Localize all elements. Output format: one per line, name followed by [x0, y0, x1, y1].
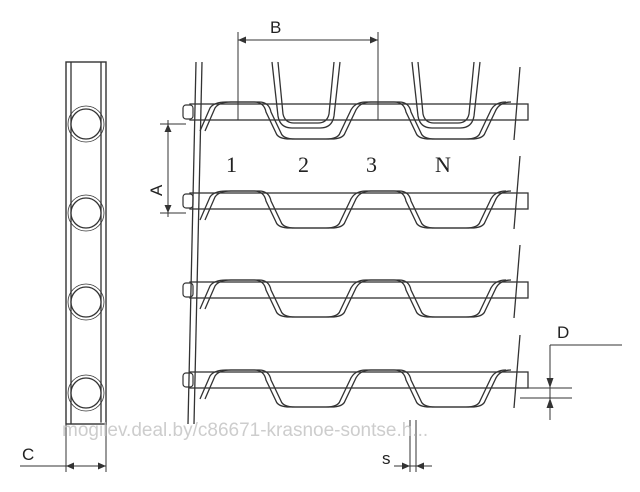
cell-label-3: 3	[366, 152, 377, 177]
rod-head	[182, 104, 194, 120]
label-c: C	[22, 445, 34, 464]
dimension-b: B	[237, 18, 379, 120]
rod-end-circle-inner	[67, 374, 105, 412]
top-prong	[411, 61, 481, 129]
rod-head	[182, 193, 194, 209]
dim-c-arrow-right	[98, 462, 106, 470]
watermark: mogilev.deal.by/c86671-krasnoe-sontse.h.…	[62, 420, 428, 441]
rod-end-circle-inner	[67, 105, 105, 143]
dim-a-arrow-top	[164, 124, 172, 132]
spiral-wire	[199, 279, 507, 318]
top-prong-inner	[417, 61, 475, 124]
mesh-rows	[182, 61, 529, 409]
top-prong	[271, 61, 341, 129]
rod-end-1	[67, 105, 105, 143]
spiral-wire-inner	[204, 279, 512, 318]
rod-end-circle	[70, 108, 102, 140]
rod-end-2	[67, 194, 105, 232]
dim-s-arrow-left	[402, 462, 410, 470]
rod-end-circle	[70, 377, 102, 409]
right-edge-wire	[513, 244, 521, 319]
left-edge-wire	[187, 61, 197, 425]
dimension-d: D	[520, 323, 622, 420]
spiral-wire	[199, 101, 507, 140]
spiral-wire-inner	[204, 369, 512, 408]
dimension-c: C	[20, 424, 107, 472]
spiral-wire-inner	[204, 101, 512, 140]
rod-head	[182, 372, 194, 388]
spiral-wire	[199, 190, 507, 229]
label-b: B	[270, 18, 281, 37]
side-view	[65, 61, 107, 425]
rod-end-circle-inner	[67, 194, 105, 232]
rod-end-circle-inner	[67, 283, 105, 321]
right-edge-wire	[513, 155, 521, 230]
dim-b-arrow-left	[238, 36, 246, 44]
dim-d-arrow-top	[546, 378, 554, 388]
left-edge-wire-2	[193, 61, 203, 425]
rod-end-circle	[70, 286, 102, 318]
label-s: s	[382, 449, 391, 468]
label-d: D	[557, 323, 569, 342]
dim-d-arrow-bottom	[546, 398, 554, 408]
label-a: A	[147, 184, 166, 196]
cell-label-n: N	[435, 152, 451, 177]
dimension-s: s	[382, 420, 432, 472]
cell-label-2: 2	[298, 152, 309, 177]
rod-end-circle	[70, 197, 102, 229]
cell-label-1: 1	[226, 152, 237, 177]
dimension-a: A	[147, 120, 186, 217]
top-prong-inner	[277, 61, 335, 124]
right-edge-wire	[513, 66, 521, 141]
spiral-wire	[199, 369, 507, 408]
dim-s-arrow-right	[416, 462, 424, 470]
right-edge-wire	[513, 334, 521, 409]
rod-end-4	[67, 374, 105, 412]
dim-a-arrow-bottom	[164, 205, 172, 213]
spiral-wire-inner	[204, 190, 512, 229]
dim-c-arrow-left	[66, 462, 74, 470]
rod-end-3	[67, 283, 105, 321]
dim-b-arrow-right	[370, 36, 378, 44]
